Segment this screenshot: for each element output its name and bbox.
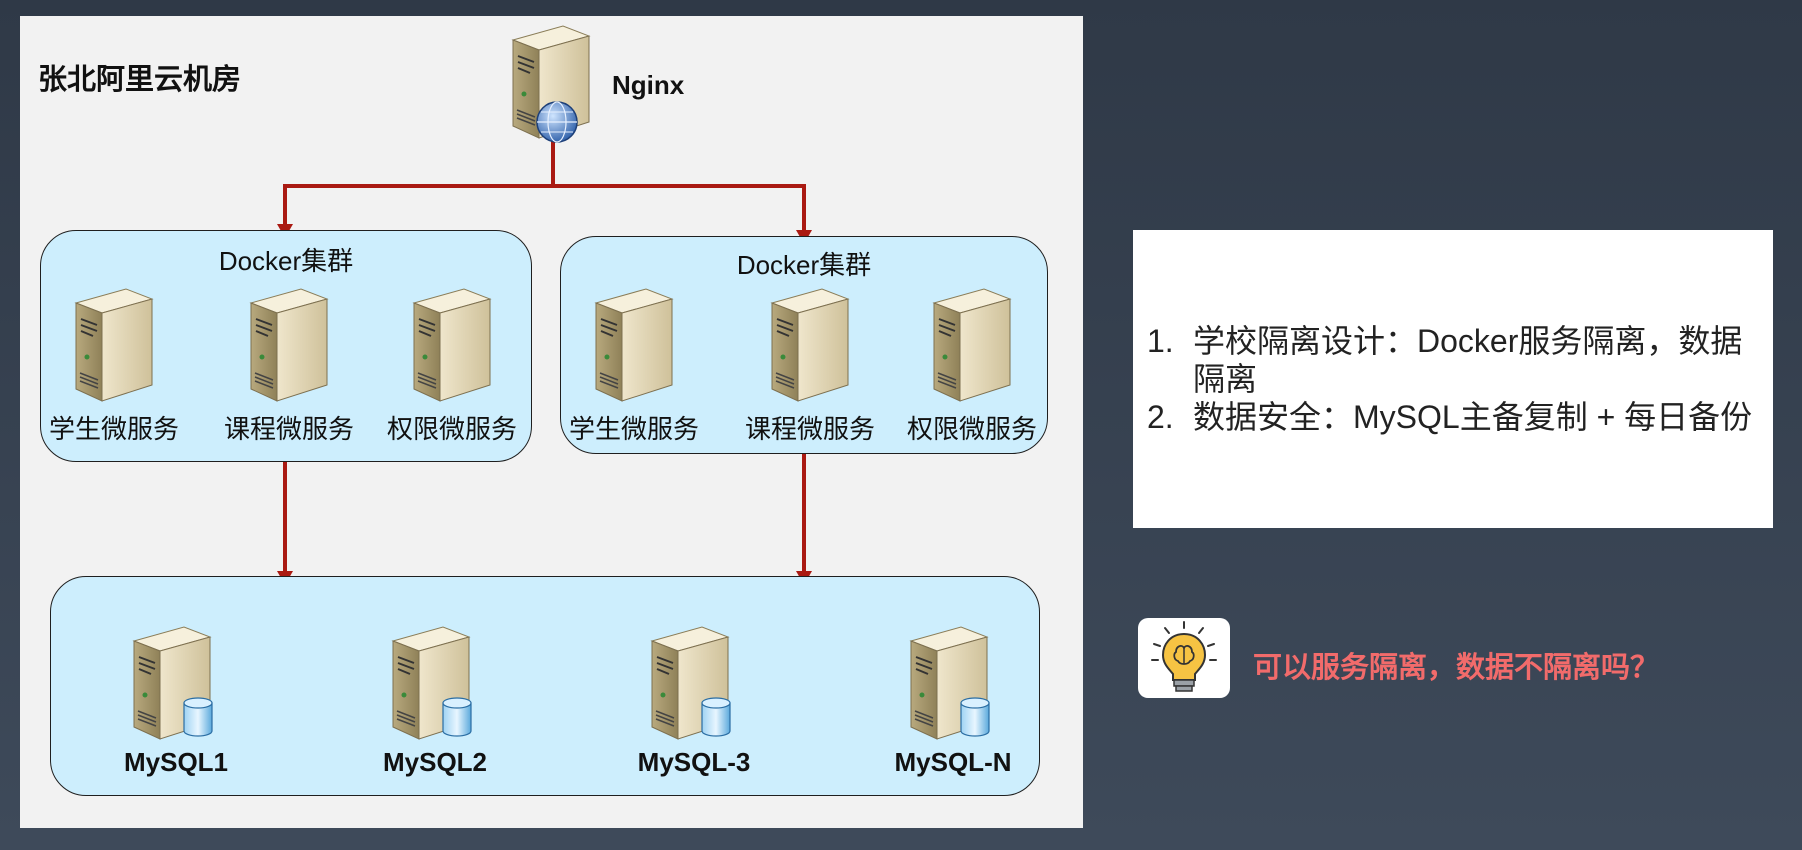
note-item: 1. 学校隔离设计：Docker服务隔离，数据隔离 — [1147, 322, 1763, 398]
docker-cluster-2: Docker集群 学生微服务 课程微服务 权限微服务 — [560, 236, 1048, 454]
service-course: 课程微服务 — [735, 285, 885, 446]
database-server-icon — [651, 626, 731, 740]
diagram-panel: 张北阿里云机房 Nginx Docker集群 学生微服务 — [20, 16, 1083, 828]
note-number: 2. — [1147, 399, 1174, 435]
question-text: 可以服务隔离，数据不隔离吗？ — [1253, 652, 1660, 684]
database-label: MySQL-3 — [637, 747, 751, 777]
nginx-label: Nginx — [612, 70, 685, 100]
docker-cluster-1: Docker集群 学生微服务 课程微服务 权限微服务 — [40, 230, 532, 462]
lightbulb-brain-icon — [1138, 618, 1230, 698]
note-text: 数据安全：MySQL主备复制 + 每日备份 — [1193, 399, 1753, 435]
service-student: 学生微服务 — [559, 285, 709, 446]
server-icon — [595, 288, 673, 402]
database-server-icon — [392, 626, 472, 740]
database-label: MySQL1 — [123, 747, 229, 777]
server-icon — [933, 288, 1011, 402]
cluster-title: Docker集群 — [218, 246, 354, 276]
service-course: 课程微服务 — [214, 285, 364, 446]
database-label: MySQL-N — [894, 747, 1012, 777]
service-label: 学生微服务 — [568, 414, 699, 444]
server-icon — [413, 288, 491, 402]
database-tier: MySQL1 MySQL2 MySQL-3 MySQL-N — [50, 576, 1040, 796]
note-text: 学校隔离设计：Docker服务隔离，数据隔离 — [1193, 323, 1743, 397]
service-student: 学生微服务 — [39, 285, 189, 446]
service-permission: 权限微服务 — [897, 285, 1047, 446]
cluster-title: Docker集群 — [736, 250, 872, 280]
database-server-icon — [910, 626, 990, 740]
mysql-node-3: MySQL-3 — [609, 623, 779, 778]
mysql-node-n: MySQL-N — [868, 623, 1038, 778]
mysql-node-1: MySQL1 — [91, 623, 261, 778]
connector-nginx-right — [553, 184, 806, 230]
service-label: 权限微服务 — [906, 414, 1037, 444]
service-label: 课程微服务 — [223, 414, 354, 444]
database-label: MySQL2 — [382, 747, 488, 777]
note-number: 1. — [1147, 323, 1174, 359]
nginx-server-icon — [512, 25, 590, 143]
mysql-node-2: MySQL2 — [350, 623, 520, 778]
service-label: 权限微服务 — [386, 414, 517, 444]
region-title: 张北阿里云机房 — [38, 64, 242, 96]
server-icon — [75, 288, 153, 402]
notes-panel: 1. 学校隔离设计：Docker服务隔离，数据隔离 2. 数据安全：MySQL主… — [1133, 230, 1773, 528]
service-label: 课程微服务 — [744, 414, 875, 444]
connector-nginx-split — [283, 140, 555, 224]
service-label: 学生微服务 — [48, 414, 179, 444]
service-permission: 权限微服务 — [377, 285, 527, 446]
note-item: 2. 数据安全：MySQL主备复制 + 每日备份 — [1147, 398, 1763, 436]
server-icon — [250, 288, 328, 402]
database-server-icon — [133, 626, 213, 740]
server-icon — [771, 288, 849, 402]
notes-list: 1. 学校隔离设计：Docker服务隔离，数据隔离 2. 数据安全：MySQL主… — [1147, 322, 1763, 436]
